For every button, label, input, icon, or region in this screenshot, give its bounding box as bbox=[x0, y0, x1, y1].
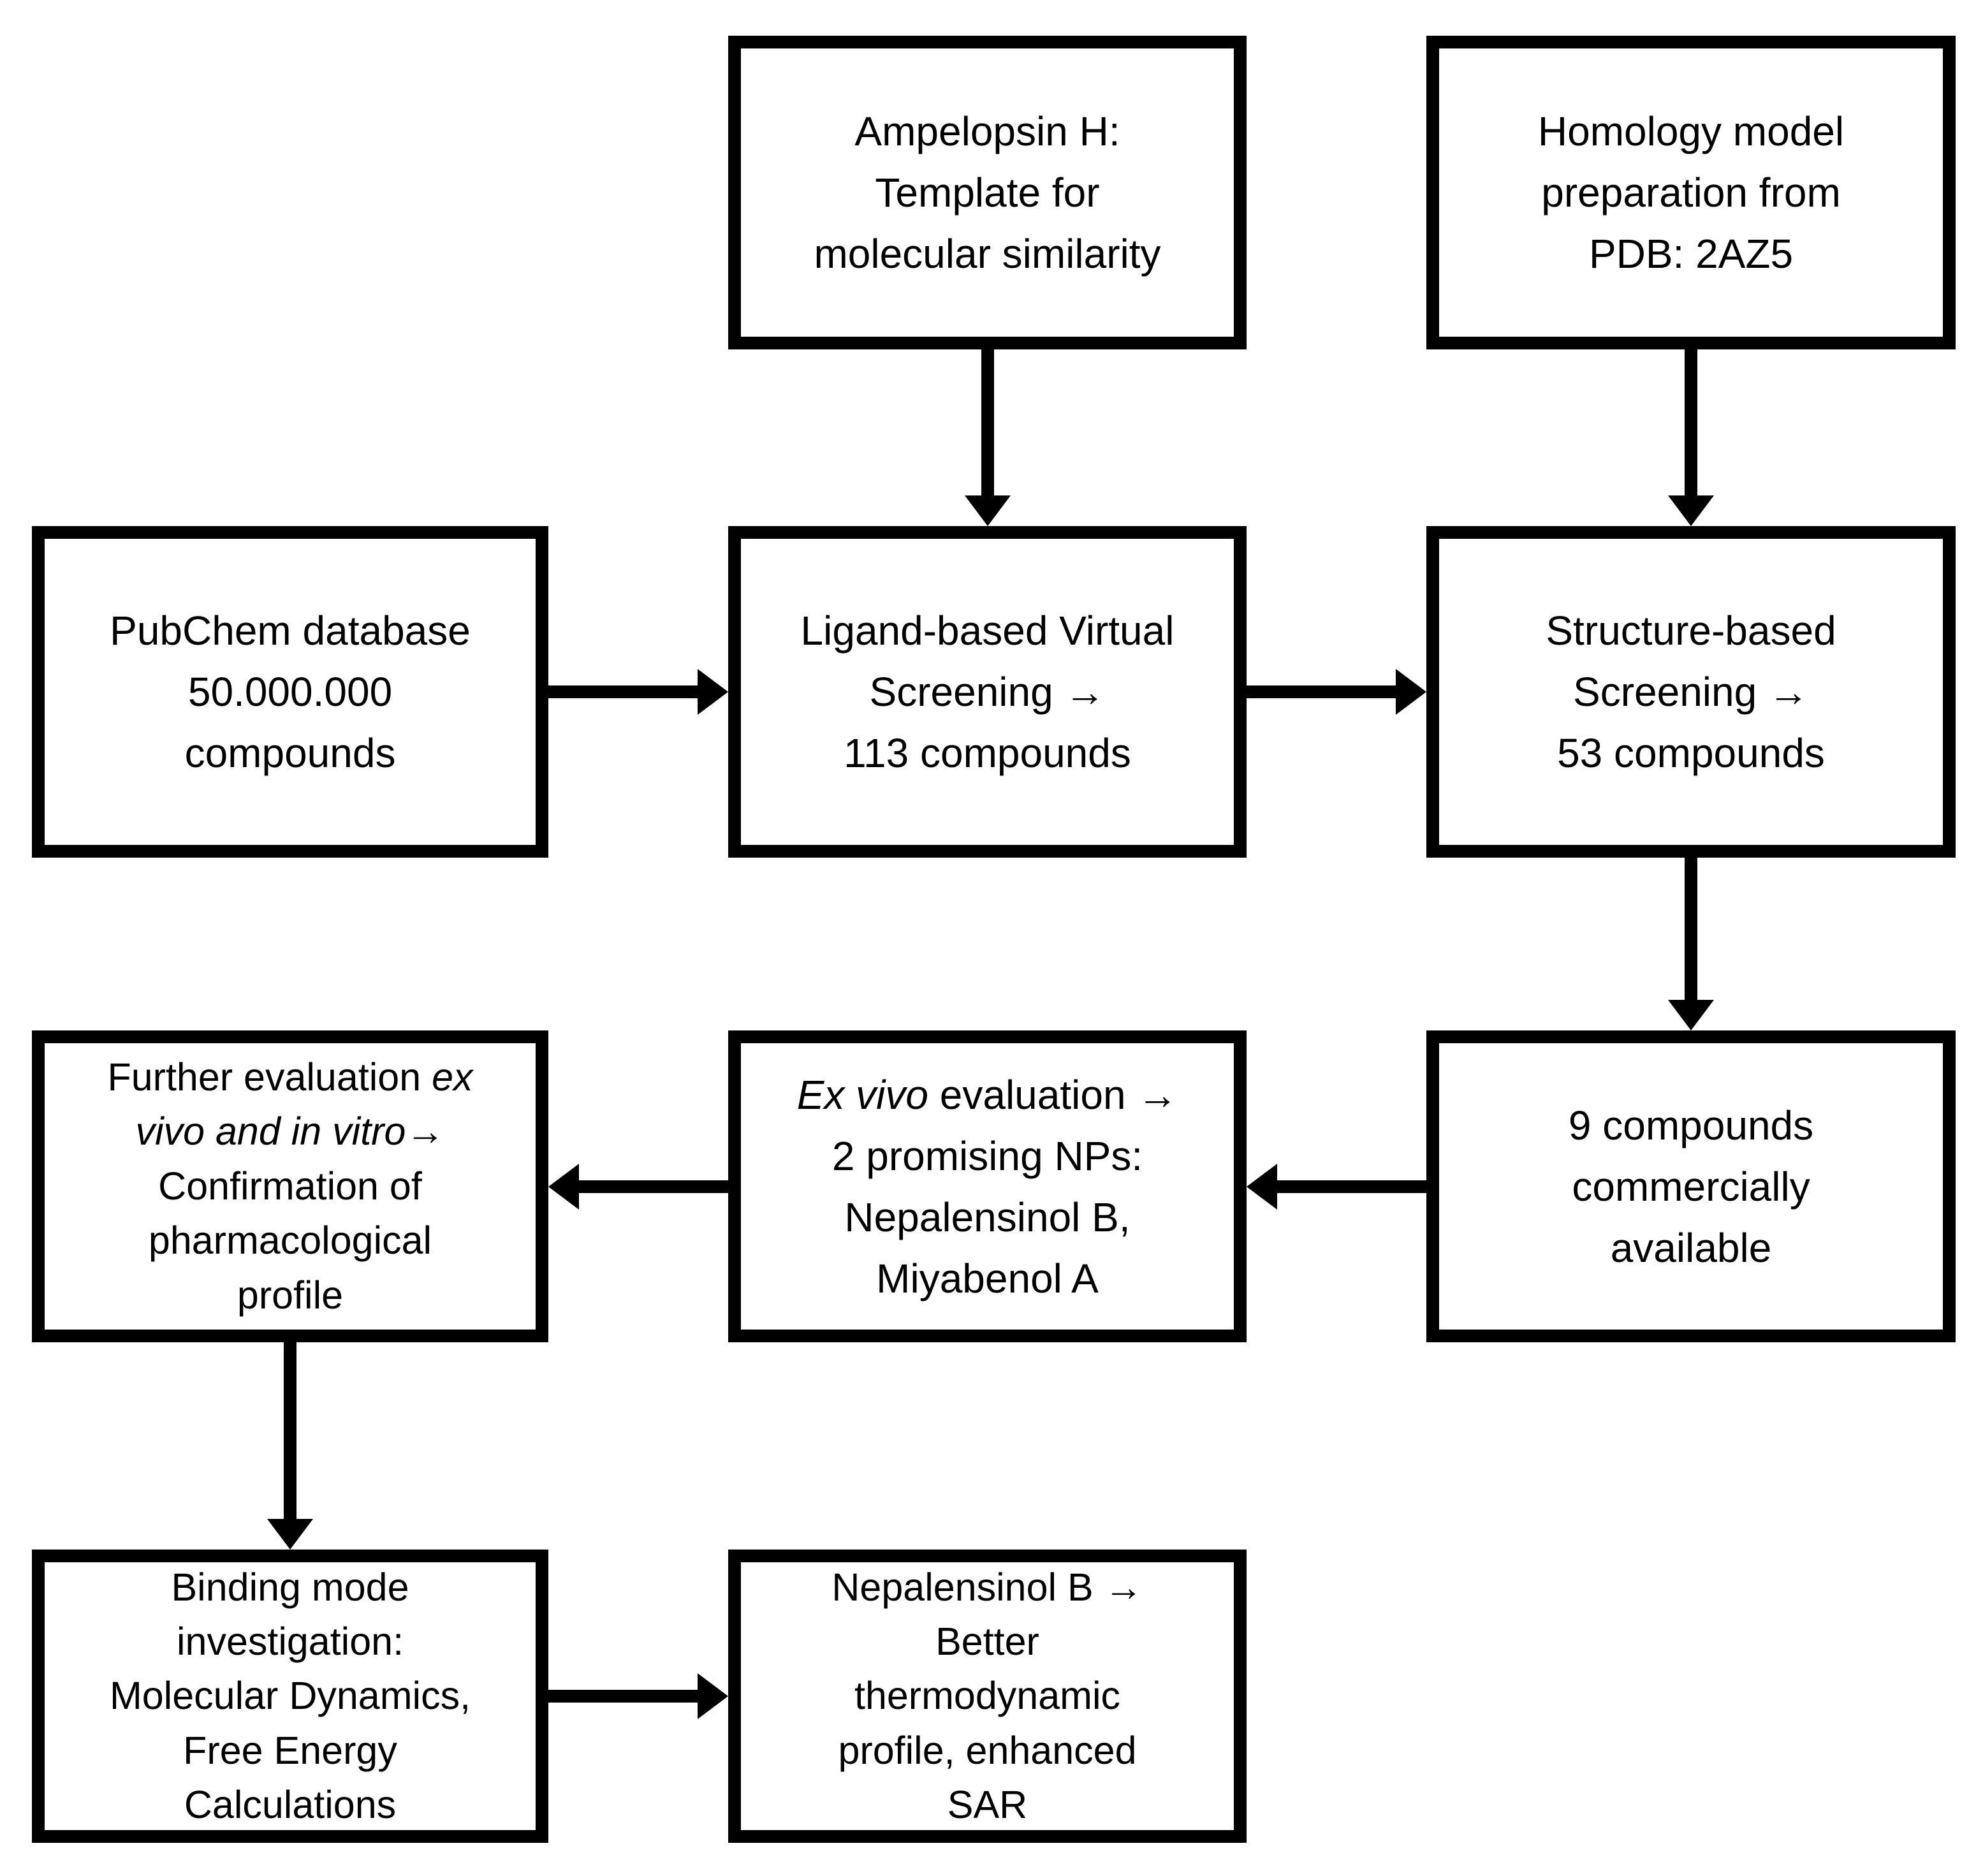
box-nine-compounds-available: 9 compounds commercially available bbox=[1426, 1030, 1956, 1342]
text-segment: available bbox=[1610, 1224, 1772, 1271]
text-segment-italic: vivo and in vitro bbox=[135, 1110, 406, 1154]
box-text-line: Ex vivo evaluation → bbox=[797, 1064, 1178, 1125]
box-text-line: Screening → bbox=[1573, 661, 1809, 722]
box-text-line: pharmacological bbox=[149, 1213, 432, 1268]
arrow-structure-based-screening-to-9-compounds bbox=[1668, 858, 1714, 1030]
box-text-line: Molecular Dynamics, bbox=[110, 1669, 471, 1723]
box-text-line: commercially bbox=[1572, 1156, 1810, 1217]
box-pubchem-database: PubChem database 50.000.000 compounds bbox=[32, 526, 548, 858]
box-ampelopsin-template: Ampelopsin H: Template for molecular simil… bbox=[728, 36, 1247, 349]
text-segment: Confirmation of bbox=[158, 1164, 422, 1208]
text-segment: Calculations bbox=[184, 1783, 397, 1827]
box-text-line: Miyabenol A bbox=[876, 1248, 1099, 1309]
arrow-9-compounds-to-ex-vivo-evaluation bbox=[1247, 1164, 1426, 1210]
text-segment: Structure-based bbox=[1546, 608, 1836, 654]
box-text-line: compounds bbox=[185, 722, 396, 784]
box-text-line: Confirmation of bbox=[158, 1159, 422, 1213]
box-text-line: 113 compounds bbox=[844, 722, 1131, 784]
text-segment: 50.000.000 bbox=[187, 669, 393, 715]
box-text-line: profile, enhanced bbox=[838, 1724, 1136, 1778]
box-text-line: Ampelopsin H: bbox=[854, 101, 1120, 162]
box-text-line: Nepalensinol B, bbox=[844, 1187, 1130, 1248]
box-text-line: Better bbox=[935, 1615, 1039, 1669]
text-segment: PDB: 2AZ5 bbox=[1588, 231, 1794, 277]
text-segment: 9 compounds bbox=[1568, 1102, 1814, 1148]
text-segment: Miyabenol A bbox=[876, 1255, 1099, 1301]
text-segment: 53 compounds bbox=[1557, 730, 1825, 776]
box-text-line: 9 compounds bbox=[1569, 1095, 1813, 1156]
text-segment: 113 compounds bbox=[844, 730, 1131, 776]
text-segment: Molecular Dynamics, bbox=[109, 1674, 471, 1718]
box-text-line: investigation: bbox=[177, 1615, 404, 1669]
box-text-line: preparation from bbox=[1541, 162, 1841, 223]
box-text-line: Further evaluation ex bbox=[107, 1050, 472, 1104]
box-text-line: PDB: 2AZ5 bbox=[1589, 223, 1793, 284]
text-segment: → bbox=[406, 1110, 445, 1154]
arrow-ligand-based-screening-to-structure-based-screening bbox=[1247, 669, 1426, 715]
text-segment: Further evaluation bbox=[107, 1055, 432, 1099]
box-text-line: profile bbox=[237, 1268, 343, 1323]
box-text-line: thermodynamic bbox=[854, 1669, 1120, 1723]
box-text-line: Screening → bbox=[870, 661, 1106, 722]
text-segment: PubChem database bbox=[110, 608, 471, 654]
text-segment: profile bbox=[237, 1273, 344, 1317]
text-segment: commercially bbox=[1572, 1163, 1810, 1210]
box-text-line: Binding mode bbox=[171, 1560, 409, 1615]
text-segment: evaluation → bbox=[928, 1071, 1178, 1118]
box-text-line: Template for bbox=[875, 162, 1099, 223]
box-text-line: 2 promising NPs: bbox=[832, 1125, 1143, 1187]
text-segment: profile, enhanced bbox=[838, 1728, 1137, 1772]
box-ex-vivo-evaluation: Ex vivo evaluation → 2 promising NPs: Nepa… bbox=[728, 1030, 1247, 1342]
box-binding-mode-investigation: Binding mode investigation: Molecular Dyna… bbox=[32, 1550, 548, 1843]
text-segment-italic: Ex vivo bbox=[796, 1071, 928, 1118]
box-text-line: Calculations bbox=[184, 1778, 396, 1832]
text-segment: Nepalensinol B → bbox=[831, 1565, 1143, 1609]
text-segment: 2 promising NPs: bbox=[831, 1132, 1143, 1179]
text-segment: preparation from bbox=[1541, 170, 1841, 216]
text-segment: Free Energy bbox=[183, 1728, 397, 1772]
box-text-line: PubChem database bbox=[110, 600, 471, 661]
box-text-line: SAR bbox=[948, 1778, 1027, 1832]
text-segment: compounds bbox=[184, 730, 396, 776]
box-text-line: Free Energy bbox=[183, 1724, 397, 1778]
text-segment: Screening → bbox=[1573, 669, 1809, 715]
box-text-line: Homology model bbox=[1538, 101, 1844, 162]
box-text-line: molecular similarity bbox=[814, 223, 1160, 284]
text-segment: pharmacological bbox=[148, 1219, 432, 1263]
arrow-further-evaluation-to-binding-mode bbox=[267, 1342, 313, 1550]
box-text-line: 53 compounds bbox=[1557, 722, 1825, 784]
text-segment: Binding mode bbox=[171, 1565, 409, 1609]
arrow-binding-mode-to-nepalensinol-b-result bbox=[548, 1673, 728, 1719]
text-segment: Nepalensinol B, bbox=[844, 1194, 1131, 1240]
text-segment: molecular similarity bbox=[814, 231, 1161, 277]
text-segment-italic: ex bbox=[432, 1055, 473, 1099]
text-segment: Template for bbox=[875, 170, 1100, 216]
text-segment: SAR bbox=[947, 1783, 1028, 1827]
box-text-line: vivo and in vitro→ bbox=[136, 1104, 445, 1159]
text-segment: Screening → bbox=[869, 669, 1106, 715]
arrow-homology-model-to-structure-based-screening bbox=[1668, 349, 1714, 526]
box-text-line: Nepalensinol B → bbox=[831, 1560, 1143, 1615]
arrow-ampelopsin-template-to-ligand-based-screening bbox=[965, 349, 1011, 526]
box-text-line: available bbox=[1611, 1217, 1772, 1279]
box-text-line: Structure-based bbox=[1546, 600, 1836, 661]
text-segment: thermodynamic bbox=[854, 1674, 1120, 1718]
text-segment: Ligand-based Virtual bbox=[800, 608, 1175, 654]
box-text-line: 50.000.000 bbox=[188, 661, 392, 722]
box-nepalensinol-b-result: Nepalensinol B → Better thermodynamic profi… bbox=[728, 1550, 1247, 1843]
box-text-line: Ligand-based Virtual bbox=[801, 600, 1175, 661]
text-segment: Better bbox=[935, 1619, 1039, 1663]
text-segment: Ampelopsin H: bbox=[854, 108, 1120, 154]
arrow-ex-vivo-evaluation-to-further-evaluation bbox=[548, 1164, 728, 1210]
text-segment: Homology model bbox=[1537, 108, 1845, 154]
arrow-pubchem-database-to-ligand-based-screening bbox=[548, 669, 728, 715]
text-segment: investigation: bbox=[176, 1619, 404, 1663]
